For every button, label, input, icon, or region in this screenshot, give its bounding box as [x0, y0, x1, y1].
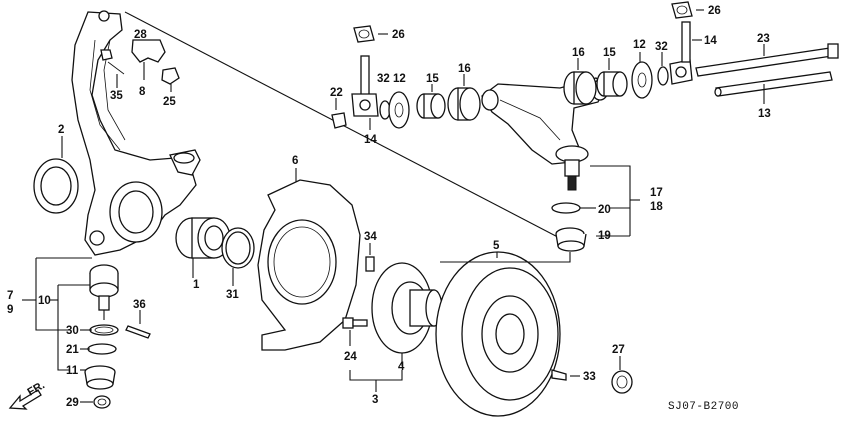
washer-32-right [657, 52, 669, 86]
front-hub [371, 262, 443, 366]
label-part-20: 20 [598, 204, 611, 216]
label-part-8: 8 [139, 86, 146, 98]
label-part-18: 18 [650, 201, 663, 213]
label-part-7: 7 [7, 290, 13, 302]
label-part-3: 3 [372, 394, 378, 406]
label-part-1: 1 [193, 279, 200, 291]
label-part-10: 10 [38, 295, 51, 307]
label-part-17: 17 [650, 187, 663, 199]
washer-12-right [631, 52, 653, 99]
label-part-32-right: 32 [655, 41, 668, 53]
right-callout-brackets [440, 165, 640, 263]
splash-guard [257, 168, 361, 351]
label-part-6: 6 [292, 155, 298, 167]
label-part-14-right: 14 [704, 35, 717, 47]
label-part-19: 19 [598, 230, 611, 242]
label-part-12-left: 12 [393, 73, 406, 85]
label-part-34: 34 [364, 231, 377, 243]
label-part-31: 31 [226, 289, 239, 301]
label-part-15-right: 15 [603, 47, 616, 59]
label-part-13: 13 [758, 108, 771, 120]
bushing-16-left [447, 74, 481, 121]
assembly-guide-line [124, 11, 576, 247]
label-part-14-left: 14 [364, 134, 377, 146]
dust-seal [33, 136, 79, 214]
castle-nut-29 [93, 395, 111, 409]
label-part-30: 30 [66, 325, 79, 337]
direction-label: FR. [26, 379, 47, 398]
label-part-21: 21 [66, 344, 79, 356]
label-part-36: 36 [133, 299, 146, 311]
boot-19 [555, 227, 587, 252]
upper-arm-nut-22 [331, 98, 347, 129]
steering-knuckle [71, 10, 201, 256]
brake-hose-bracket [100, 39, 180, 92]
label-part-22: 22 [330, 87, 343, 99]
label-part-25: 25 [163, 96, 176, 108]
label-part-24: 24 [344, 351, 357, 363]
label-part-26-left: 26 [392, 29, 405, 41]
circlip-30 [89, 324, 119, 336]
label-part-11: 11 [66, 365, 79, 377]
label-part-16-left: 16 [458, 63, 471, 75]
cotter-pin-36 [125, 310, 151, 339]
label-part-35: 35 [110, 90, 123, 102]
upper-arm-bolt-left [351, 55, 379, 130]
long-bolt-23 [695, 43, 839, 77]
label-part-9: 9 [7, 304, 13, 316]
upper-arm-bolt-right [669, 21, 693, 85]
label-part-29: 29 [66, 397, 79, 409]
diagram-code: SJ07-B2700 [668, 401, 739, 413]
spindle-nut [611, 356, 633, 394]
front-direction-arrow [8, 389, 42, 410]
label-part-23: 23 [757, 33, 770, 45]
label-part-5: 5 [493, 240, 500, 252]
washer-12-left [388, 91, 410, 129]
label-part-4: 4 [398, 361, 405, 373]
disc-screw [551, 369, 580, 381]
left-callout-brackets [22, 257, 93, 403]
bushing-15-right [596, 58, 628, 97]
snap-ring [221, 227, 255, 286]
brake-disc [435, 251, 561, 417]
upper-ball-joint [564, 159, 580, 191]
hub-bolt [342, 317, 368, 346]
circlip-21 [87, 343, 117, 355]
label-part-12-right: 12 [633, 39, 646, 51]
bushing-15-left [416, 84, 446, 119]
label-part-16-right: 16 [572, 47, 585, 59]
bushing-16-right [563, 58, 597, 105]
label-part-33: 33 [583, 371, 596, 383]
top-nut-26-left [353, 25, 388, 43]
lower-ball-joint [89, 264, 119, 320]
label-part-28: 28 [134, 29, 147, 41]
label-part-32-left: 32 [377, 73, 390, 85]
bracket-3 [349, 370, 403, 381]
spacer-tube-13 [714, 71, 833, 104]
bolt-34 [365, 243, 375, 272]
label-part-15-left: 15 [426, 73, 439, 85]
top-nut-26-right [671, 1, 704, 19]
label-part-27: 27 [612, 344, 625, 356]
clip-20 [551, 202, 596, 214]
label-part-26-right: 26 [708, 5, 721, 17]
label-part-2: 2 [58, 124, 64, 136]
boot-11 [84, 365, 116, 390]
